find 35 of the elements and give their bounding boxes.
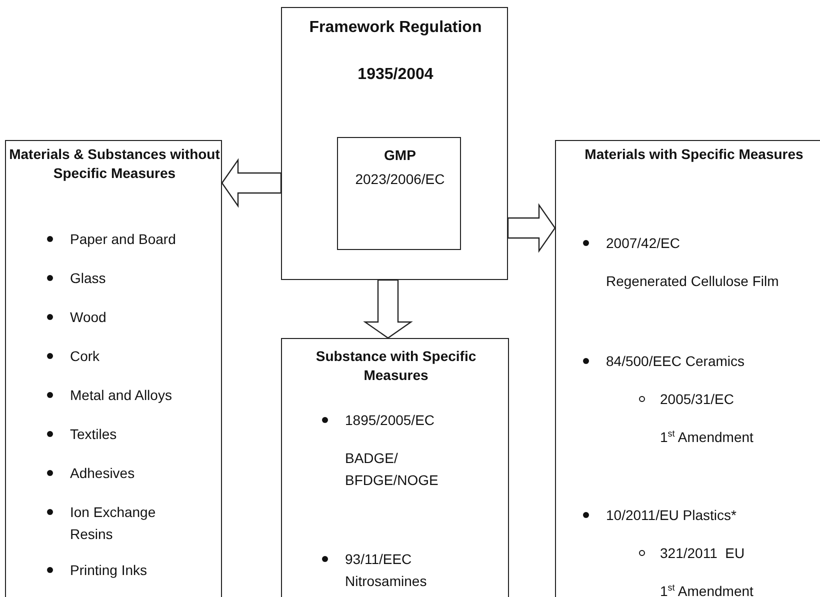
list-item: 1$^{st}$ Amendment <box>660 427 754 447</box>
regulation-box <box>555 140 820 597</box>
block-arrow <box>221 158 282 208</box>
box-heading: Materials & Substances without Specific Measures <box>8 145 221 183</box>
list-item: 2005/31/EC <box>660 390 735 409</box>
list-item: 10/2011/EU Plastics* <box>606 506 738 525</box>
box-heading: Substance with Specific Measures <box>314 347 478 385</box>
list-item: Adhesives <box>70 464 136 483</box>
box-heading: GMP <box>383 146 417 165</box>
list-item: Textiles <box>70 425 118 444</box>
box-heading: Materials with Specific Measures <box>584 145 804 164</box>
list-item: 84/500/EEC Ceramics <box>606 352 746 371</box>
list-item: 321/2011 EU <box>660 544 746 563</box>
list-item: Metal and Alloys <box>70 386 173 405</box>
list-item: 2007/42/EC <box>606 234 681 253</box>
list-item: Cork <box>70 347 101 366</box>
list-item: 93/11/EEC Nitrosamines <box>345 550 428 591</box>
regulation-box <box>5 140 222 597</box>
block-arrow <box>507 203 556 253</box>
list-item: Wood <box>70 308 108 327</box>
list-item: 1895/2005/EC <box>345 411 436 430</box>
list-item: Glass <box>70 269 107 288</box>
list-item: BADGE/ BFDGE/NOGE <box>345 449 440 490</box>
list-item: 1$^{st}$ Amendment <box>660 581 754 597</box>
list-item: Regenerated Cellulose Film <box>606 272 780 291</box>
box-heading: Framework Regulation <box>308 18 483 37</box>
regulation-box <box>281 7 508 280</box>
box-text: 2023/2006/EC <box>354 170 446 189</box>
inner-box <box>337 137 461 250</box>
list-item: Ion Exchange Resins <box>70 503 157 544</box>
list-item: Printing Inks <box>70 561 148 580</box>
list-item: Paper and Board <box>70 230 177 249</box>
regulation-box <box>281 338 509 597</box>
box-heading: 1935/2004 <box>356 65 434 84</box>
block-arrow <box>363 279 413 339</box>
